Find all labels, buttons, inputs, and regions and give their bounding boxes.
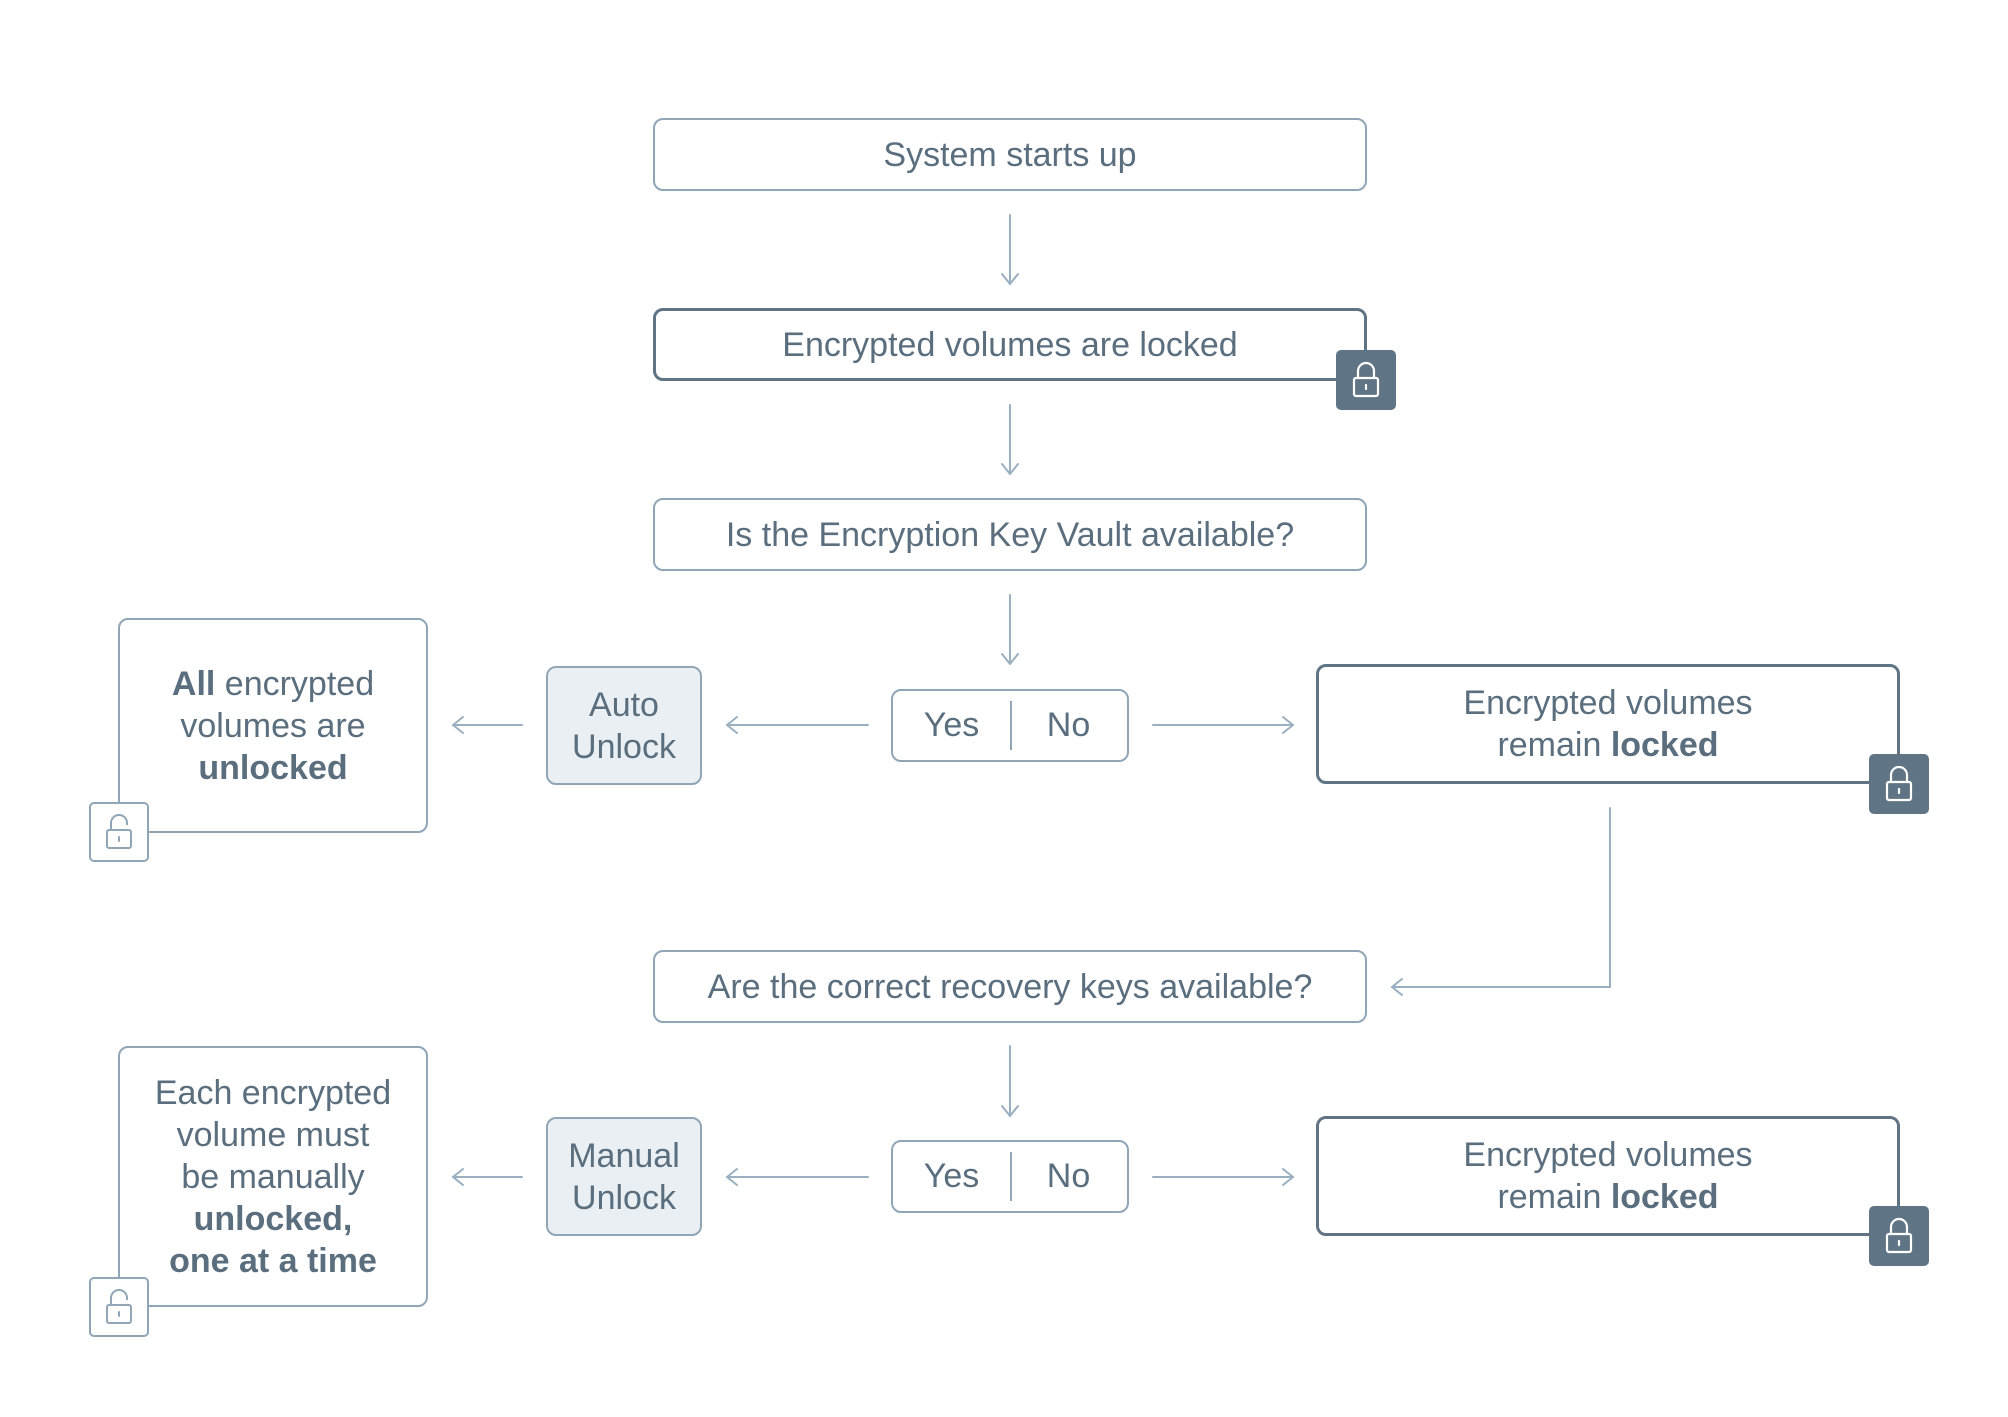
arrow-no1-to-locked [1152,716,1294,734]
padlock-open-icon [89,1277,149,1337]
remain-locked-2-text2: remain [1497,1178,1611,1216]
manual-each-bold-unlocked: unlocked, [193,1199,353,1238]
arrow-vault-to-decision1 [1001,594,1019,665]
step-system-startup-label: System starts up [883,135,1137,174]
all-unlocked-bold-all: All [171,664,216,703]
arrow-recovery-to-decision2 [1001,1045,1019,1117]
arrow-auto-unlock-to-result [452,716,523,734]
auto-unlock-line1: Auto [589,685,659,724]
decision2-no-label: No [1046,1157,1091,1195]
step-volumes-locked: Encrypted volumes are locked [653,308,1367,381]
decision-yes-no-1: Yes No [891,689,1129,762]
padlock-closed-icon [1869,754,1929,814]
question-recovery-keys: Are the correct recovery keys available? [653,950,1367,1023]
arrow-manual-unlock-to-result [452,1168,523,1186]
result-manual-unlock-each: Each encrypted volume must be manually u… [118,1046,428,1307]
arrow-locked-to-vault [1001,404,1019,475]
remain-locked-1-text2: remain [1497,726,1611,764]
all-unlocked-text1: encrypted [215,664,375,703]
arrow-locked-to-recovery [1391,807,1611,996]
step-volumes-locked-label: Encrypted volumes are locked [782,325,1238,364]
remain-locked-2-line1: Encrypted volumes [1463,1136,1753,1174]
padlock-open-icon [89,802,149,862]
manual-each-bold-one-at-a-time: one at a time [169,1241,377,1280]
auto-unlock-line2: Unlock [572,727,676,766]
remain-locked-1-line1: Encrypted volumes [1463,684,1753,722]
arrow-yes2-to-manual-unlock [726,1168,869,1186]
manual-each-line1: Each encrypted [154,1073,392,1112]
decision-yes-no-2: Yes No [891,1140,1129,1213]
manual-unlock-line1: Manual [568,1136,680,1175]
result-all-unlocked: All encrypted volumes are unlocked [118,618,428,833]
step-system-startup: System starts up [653,118,1367,191]
decision1-no-label: No [1046,706,1091,744]
manual-unlock-box: Manual Unlock [546,1117,702,1236]
decision1-divider [1010,701,1012,750]
all-unlocked-bold-unlocked: unlocked [198,748,348,787]
arrow-no2-to-locked [1152,1168,1294,1186]
result-remain-locked-1: Encrypted volumes remain locked [1316,664,1900,784]
arrow-yes1-to-auto-unlock [726,716,869,734]
all-unlocked-text2: volumes are [180,706,366,745]
question-key-vault-label: Is the Encryption Key Vault available? [725,515,1295,554]
arrow-startup-to-locked [1001,214,1019,285]
manual-each-line3: be manually [181,1157,365,1196]
decision2-divider [1010,1152,1012,1201]
manual-each-line2: volume must [176,1115,370,1154]
result-remain-locked-2: Encrypted volumes remain locked [1316,1116,1900,1236]
padlock-closed-icon [1336,350,1396,410]
decision2-yes-label: Yes [923,1157,980,1195]
remain-locked-2-bold: locked [1610,1178,1719,1216]
remain-locked-1-bold: locked [1610,726,1719,764]
question-key-vault: Is the Encryption Key Vault available? [653,498,1367,571]
padlock-closed-icon [1869,1206,1929,1266]
auto-unlock-box: Auto Unlock [546,666,702,785]
decision1-yes-label: Yes [923,706,980,744]
manual-unlock-line2: Unlock [572,1178,676,1217]
question-recovery-keys-label: Are the correct recovery keys available? [707,967,1313,1006]
